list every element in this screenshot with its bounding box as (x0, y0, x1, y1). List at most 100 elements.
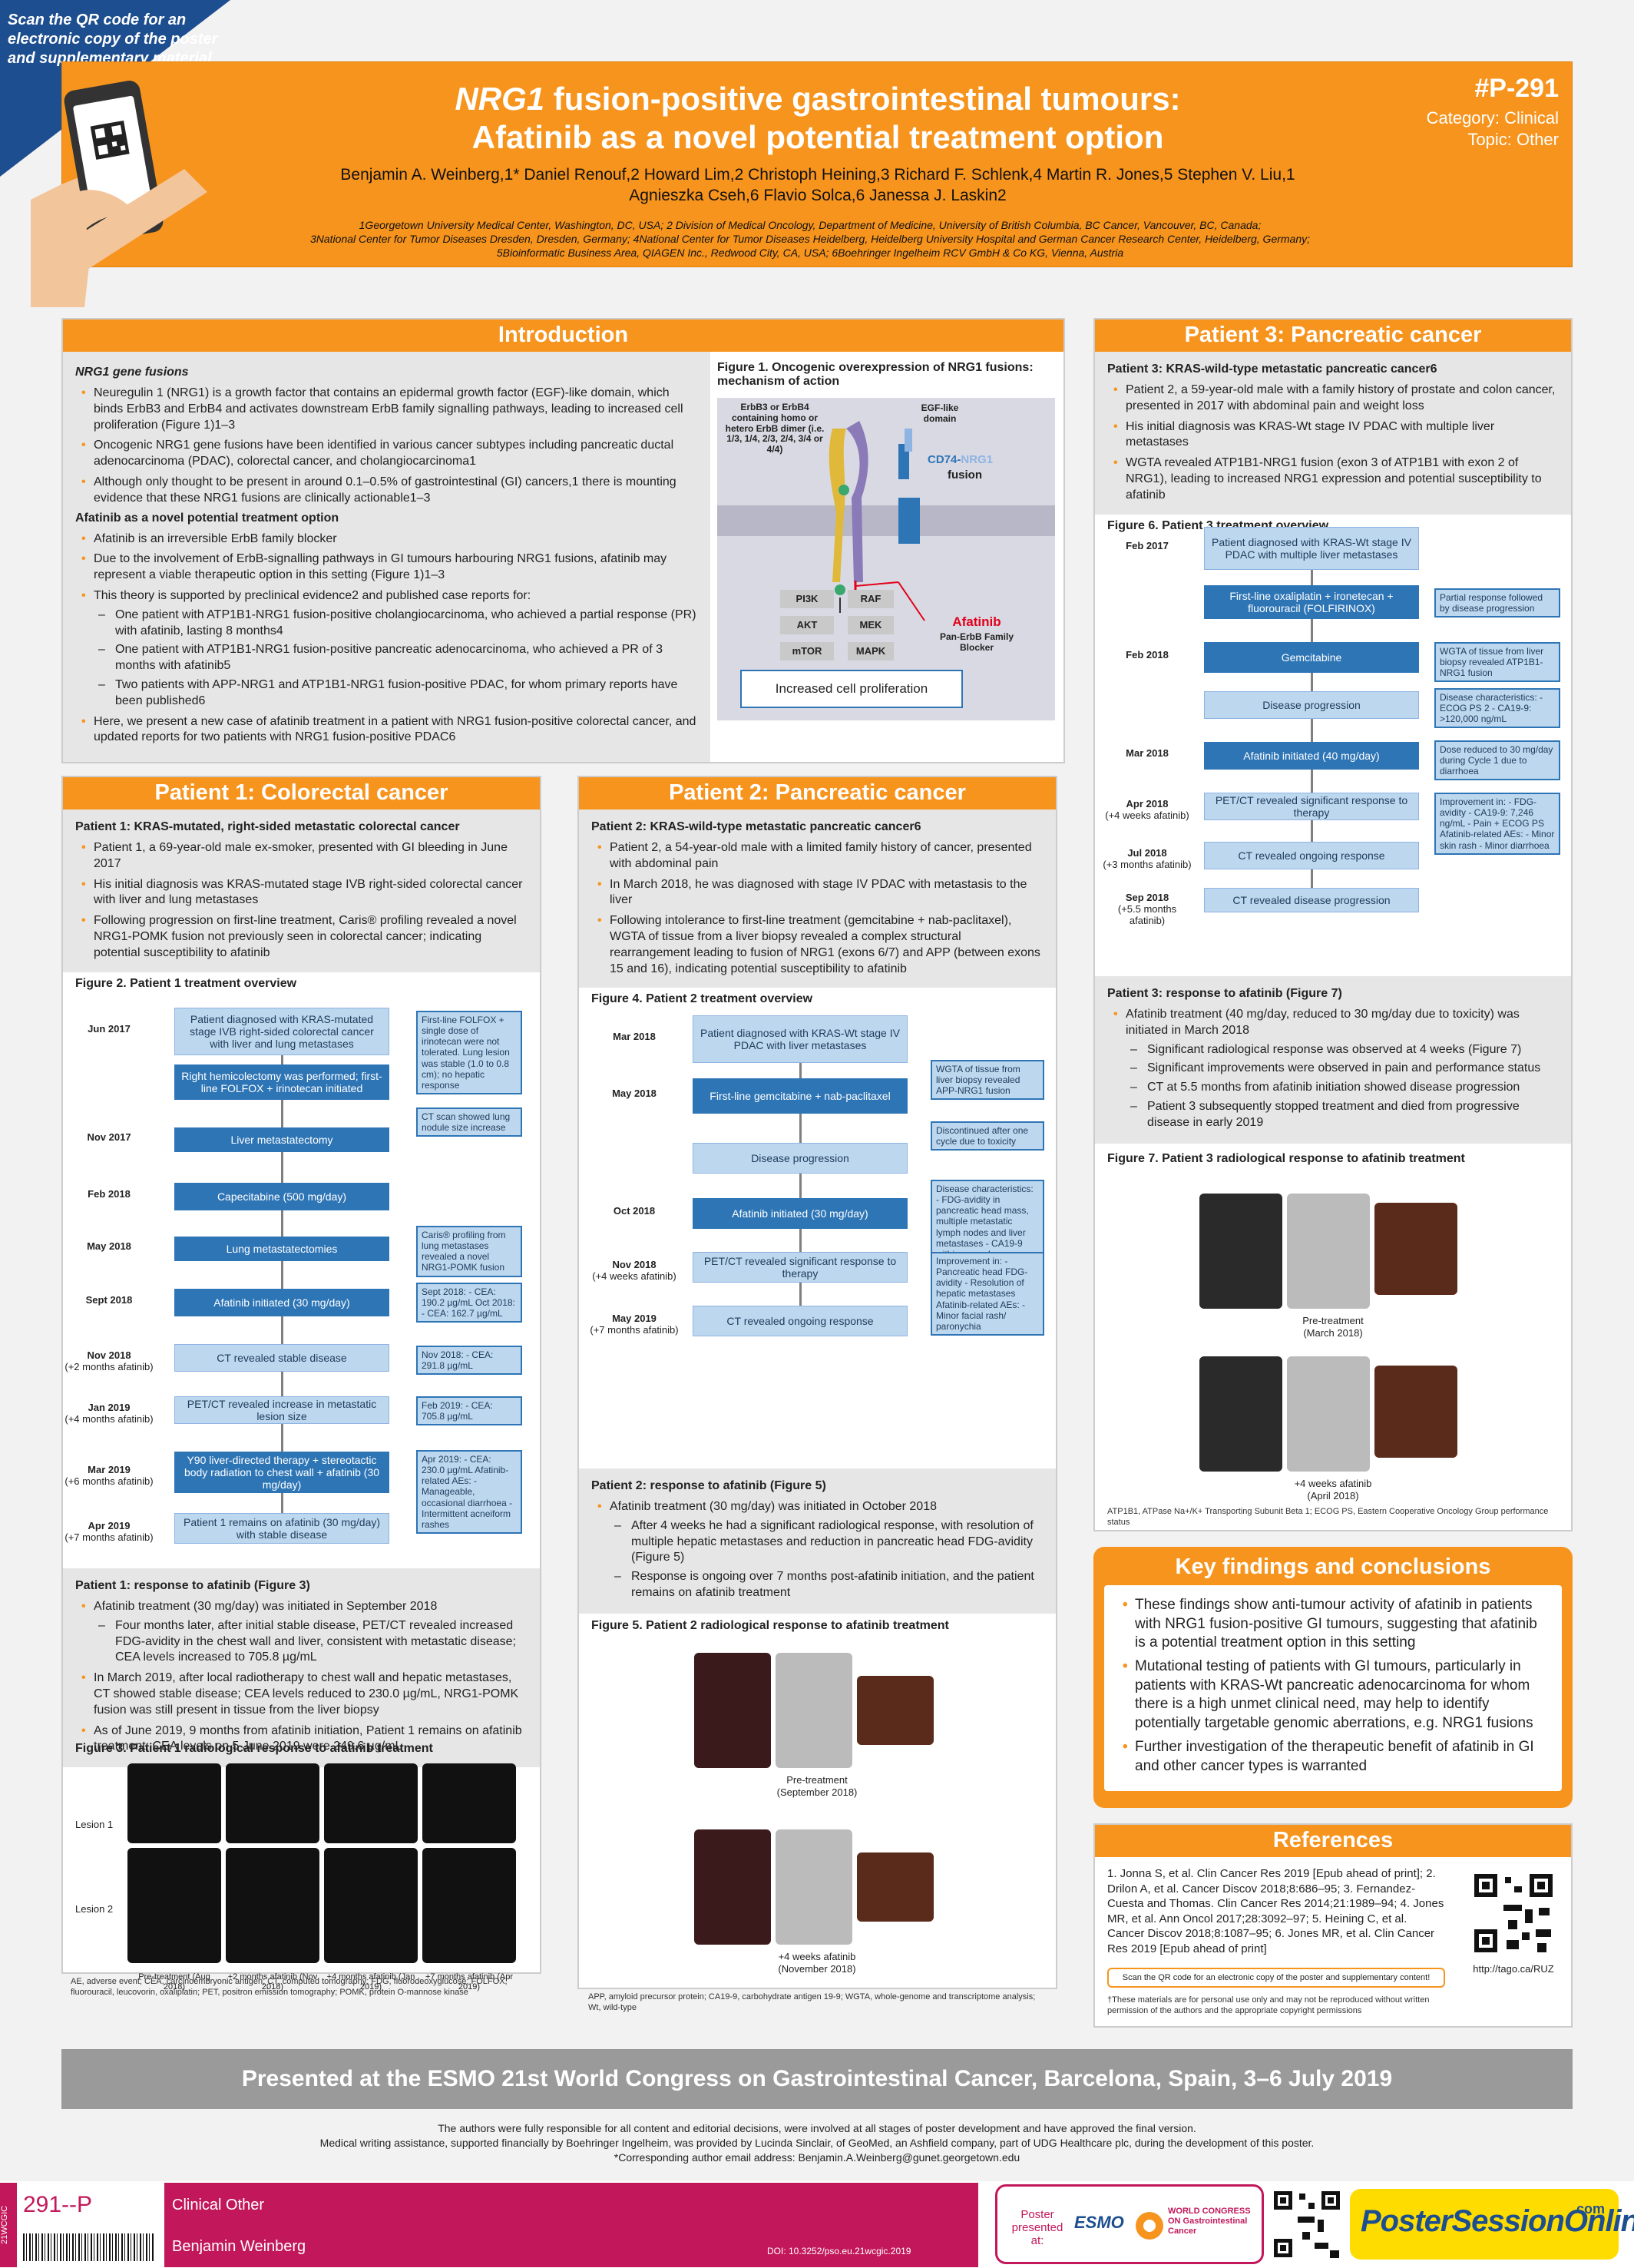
timeline-note: Apr 2019: - CEA: 230.0 µg/mL Afatinib-re… (416, 1450, 522, 1535)
afatinib-label: Afatinib (952, 614, 1001, 629)
timeline-note: Partial response followed by disease pro… (1434, 588, 1560, 618)
barcode-icon (23, 2233, 154, 2261)
p2-resp-dash: After 4 weeks he had a significant radio… (614, 1518, 1044, 1566)
kf-bullet: These findings show anti-tumour activity… (1123, 1596, 1550, 1653)
key-findings-body: These findings show anti-tumour activity… (1104, 1585, 1562, 1792)
p3-subheading: Patient 3: KRAS-wild-type metastatic pan… (1107, 363, 1437, 376)
intro-bullet: This theory is supported by preclinical … (81, 588, 698, 710)
timeline-event-box: CT revealed stable disease (174, 1344, 389, 1372)
qr-banner-text: Scan the QR code for an electronic copy … (8, 12, 218, 67)
timeline-note: Caris® profiling from lung metastases re… (416, 1226, 522, 1277)
intro-subheading-1: NRG1 gene fusions (75, 366, 698, 379)
references-text: 1. Jonna S, et al. Clin Cancer Res 2019 … (1107, 1867, 1444, 1955)
timeline-date: Jun 2017 (88, 1023, 131, 1035)
timeline-arrow (281, 1316, 283, 1344)
affiliations: 1Georgetown University Medical Center, W… (177, 218, 1444, 260)
timeline-date: Apr 2018(+4 weeks afatinib) (1105, 798, 1189, 821)
p1-resp-bullet: As of June 2019, 9 months from afatinib … (81, 1723, 528, 1756)
congress-logo-icon (1136, 2212, 1163, 2240)
cd74-nrg1-label: CD74-NRG1 (928, 453, 993, 466)
timeline-arrow (281, 1055, 283, 1064)
p1-intro: Patient 1: KRAS-mutated, right-sided met… (63, 810, 540, 972)
raf-node: RAF (848, 590, 894, 608)
timeline-date: May 2018 (612, 1088, 657, 1099)
topic-label: Topic: Other (1467, 129, 1559, 149)
acknowledgements: The authors were fully responsible for a… (61, 2121, 1573, 2165)
timeline-date: Sept 2018 (85, 1294, 133, 1306)
footer-bar: 21WCGIC 291--P Clinical Other Benjamin W… (0, 2181, 1634, 2268)
affil-line3: 5Bioinformatic Business Area, QIAGEN Inc… (496, 247, 1124, 260)
introduction-panel: Introduction NRG1 gene fusions Neureguli… (61, 318, 1065, 763)
timeline-date: Oct 2018 (613, 1205, 656, 1217)
key-findings-title: Key findings and conclusions (1175, 1554, 1491, 1579)
mapk-node: MAPK (848, 642, 894, 661)
esmo-logo: ESMO (1074, 2213, 1124, 2232)
timeline-date-sub: (+4 months afatinib) (64, 1412, 154, 1425)
presented-at-banner: Presented at the ESMO 21st World Congres… (61, 2049, 1573, 2109)
p3-resp-bullet: Afatinib treatment (40 mg/day, reduced t… (1113, 1007, 1559, 1131)
p2-bullet: Following intolerance to first-line trea… (597, 913, 1044, 977)
timeline-note: First-line FOLFOX + single dose of irino… (416, 1011, 522, 1095)
pso-logo-text: PosterSessionOnline (1361, 2204, 1634, 2238)
pso-logo: PosterSessionOnline .com (1350, 2189, 1634, 2260)
timeline-event-box: Afatinib initiated (30 mg/day) (693, 1198, 908, 1229)
figure-1: Figure 1. Oncogenic overexpression of NR… (717, 361, 1055, 720)
timeline-event-box: Liver metastatectomy (174, 1127, 389, 1152)
footer-qr-icon[interactable] (1272, 2189, 1342, 2260)
p2-response-title: Patient 2: response to afatinib (Figure … (591, 1479, 826, 1492)
timeline-date: Mar 2019(+6 months afatinib) (64, 1464, 154, 1487)
intro-bullet: Although only thought to be present in a… (81, 475, 698, 507)
timeline-arrow (1311, 719, 1313, 742)
timeline-event-box: Afatinib initiated (30 mg/day) (174, 1289, 389, 1316)
p1-bullet: His initial diagnosis was KRAS-mutated s… (81, 877, 528, 909)
ct-lesion2-7m (422, 1848, 516, 1963)
timeline-event-box: CT revealed ongoing response (693, 1306, 908, 1336)
patient-1-title: Patient 1: Colorectal cancer (63, 777, 540, 810)
mtor-node: mTOR (780, 642, 834, 661)
qr-code-icon[interactable] (1471, 1871, 1556, 1955)
p1-subheading: Patient 1: KRAS-mutated, right-sided met… (75, 820, 460, 833)
intro-bullet: Neuregulin 1 (NRG1) is a growth factor t… (81, 386, 698, 433)
timeline-note: Sept 2018: - CEA: 190.2 µg/mL Oct 2018: … (416, 1283, 522, 1323)
patient-3-panel: Patient 3: Pancreatic cancer Patient 3: … (1093, 318, 1573, 1531)
introduction-title: Introduction (63, 320, 1063, 352)
timeline-date-sub: (+6 months afatinib) (64, 1475, 154, 1487)
p3-pet-post-3 (1374, 1366, 1457, 1458)
ct-lesion2-2m (226, 1848, 319, 1963)
figure-4-title: Figure 4. Patient 2 treatment overview (591, 992, 813, 1006)
timeline-date: Mar 2018 (613, 1031, 656, 1042)
footer-code: 291--P (23, 2192, 93, 2217)
p3-footnote: ATP1B1, ATPase Na+/K+ Transporting Subun… (1107, 1507, 1549, 1527)
ct-lesion1-pre (127, 1763, 221, 1843)
mek-node: MEK (848, 616, 894, 634)
p2-bullet: Patient 2, a 54-year-old male with a lim… (597, 840, 1044, 872)
p3-bullet: Patient 2, a 59-year-old male with a fam… (1113, 382, 1559, 415)
timeline-event-box: Right hemicolectomy was performed; first… (174, 1064, 389, 1100)
references-url[interactable]: http://tago.ca/RUZ (1473, 1963, 1554, 1975)
p3-pet-pre-1 (1199, 1194, 1282, 1309)
category-label: Category: Clinical (1426, 108, 1559, 127)
footer-vertical-code: 21WCGIC (0, 2183, 17, 2267)
figure-3-title: Figure 3. Patient 1 radiological respons… (75, 1742, 433, 1755)
ct-lesion1-4m (324, 1763, 418, 1843)
p3-response: Patient 3: response to afatinib (Figure … (1095, 976, 1571, 1144)
p2-pet-pre-1 (694, 1653, 771, 1768)
p3-bullet: WGTA revealed ATP1B1-NRG1 fusion (exon 3… (1113, 455, 1559, 503)
timeline-event-box: Disease progression (1204, 691, 1419, 719)
p3-resp-dash: CT at 5.5 months from afatinib initiatio… (1130, 1080, 1559, 1096)
p2-intro: Patient 2: KRAS-wild-type metastatic pan… (579, 810, 1056, 988)
receptor-label: ErbB3 or ErbB4 containing homo or hetero… (725, 402, 825, 455)
timeline-arrow (1311, 770, 1313, 793)
p1-bullet: Patient 1, a 69-year-old male ex-smoker,… (81, 840, 528, 872)
timeline-arrow (1311, 619, 1313, 642)
lesion-2-label: Lesion 2 (75, 1903, 114, 1915)
ct-lesion1-7m (422, 1763, 516, 1843)
timeline-event-box: Disease progression (693, 1143, 908, 1174)
ct-col-caption: Pre-treatment (Aug 2018) (138, 1972, 210, 1992)
timeline-date: Nov 2018(+4 weeks afatinib) (592, 1259, 676, 1282)
footer-category: Clinical Other (172, 2197, 265, 2213)
p3-resp-dash: Significant improvements were observed i… (1130, 1061, 1559, 1077)
